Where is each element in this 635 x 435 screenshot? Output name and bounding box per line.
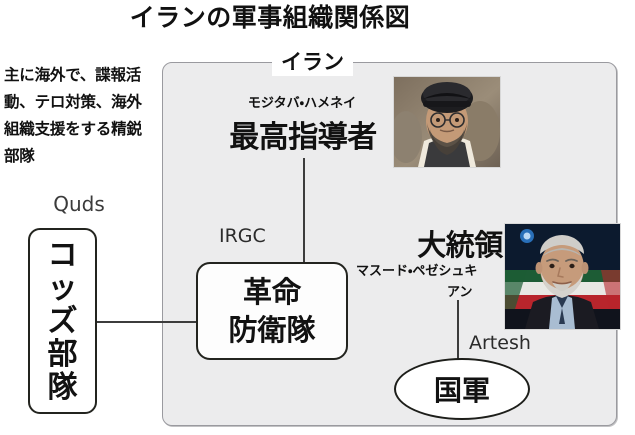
quds-char: ズ bbox=[47, 303, 78, 339]
artesh-latin-label: Artesh bbox=[469, 332, 531, 354]
node-revolutionary-guard[interactable]: 革命 防衛隊 bbox=[196, 262, 348, 360]
portrait-photo-khamenei-image bbox=[394, 77, 500, 167]
quds-char: コ bbox=[47, 237, 78, 273]
quds-char: ッ bbox=[47, 270, 78, 306]
iran-container-label: イラン bbox=[272, 48, 353, 76]
connector-quds-to-irgc bbox=[97, 321, 196, 323]
quds-char: 隊 bbox=[47, 369, 78, 405]
node-national-army-label: 国軍 bbox=[433, 374, 490, 407]
supreme-leader-portrait-photo bbox=[393, 76, 501, 168]
node-quds-force-label: コ ッ ズ 部 隊 bbox=[30, 230, 95, 412]
supreme-leader-person-name: モジタバ・ハメネイ bbox=[247, 96, 357, 111]
president-portrait-photo bbox=[504, 223, 621, 330]
node-national-army[interactable]: 国軍 bbox=[394, 358, 530, 420]
node-revolutionary-guard-line1: 革命 bbox=[242, 275, 301, 309]
president-person-name-line2: アン bbox=[447, 285, 473, 300]
connector-leader-to-irgc bbox=[303, 158, 305, 262]
quds-description-note: 主に海外で、諜報活動、テロ対策、海外組織支援をする精鋭部隊 bbox=[4, 66, 142, 165]
node-revolutionary-guard-line2: 防衛隊 bbox=[228, 313, 316, 347]
page-title: イランの軍事組織関係図 bbox=[129, 3, 411, 32]
node-supreme-leader: 最高指導者 bbox=[229, 120, 377, 155]
node-quds-force[interactable]: コ ッ ズ 部 隊 bbox=[28, 228, 97, 414]
connector-president-to-army bbox=[457, 300, 459, 372]
president-person-name-line1: マスード・ペゼシュキ bbox=[356, 264, 478, 279]
portrait-photo-pezeshkian-image bbox=[505, 224, 620, 329]
quds-char: 部 bbox=[47, 336, 78, 372]
node-president: 大統領 bbox=[417, 228, 503, 262]
quds-latin-label: Quds bbox=[53, 192, 105, 216]
irgc-latin-label: IRGC bbox=[219, 225, 266, 247]
